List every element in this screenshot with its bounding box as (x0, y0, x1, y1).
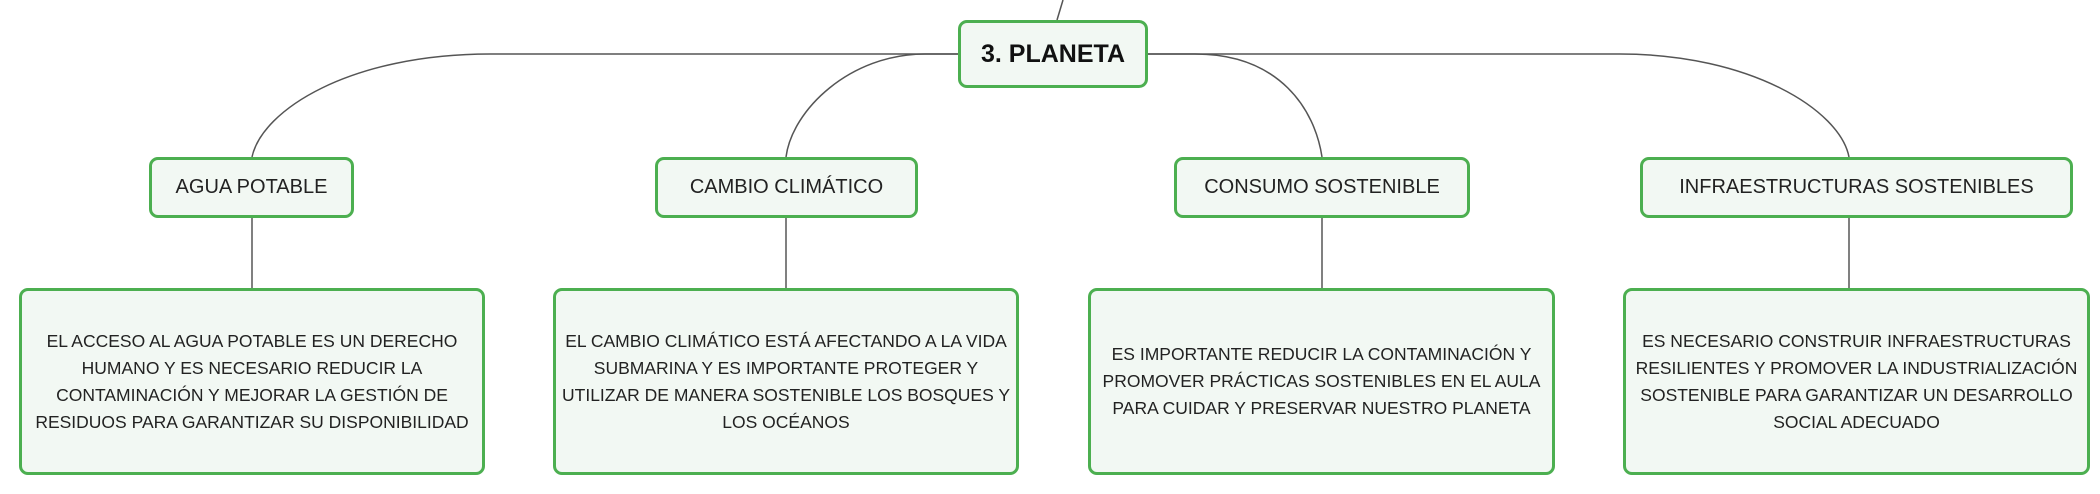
topic-label: INFRAESTRUCTURAS SOSTENIBLES (1679, 176, 2034, 198)
detail-text: ES IMPORTANTE REDUCIR LA CONTAMINACIÓN Y… (1102, 344, 1541, 418)
topic-infraestructuras-sostenibles[interactable]: INFRAESTRUCTURAS SOSTENIBLES (1640, 157, 2073, 218)
connector-consumo-sostenible (1148, 53, 1323, 158)
detail-cambio-climatico[interactable]: EL CAMBIO CLIMÁTICO ESTÁ AFECTANDO A LA … (553, 288, 1019, 475)
connector-cambio-climatico (785, 53, 958, 158)
detail-consumo-sostenible[interactable]: ES IMPORTANTE REDUCIR LA CONTAMINACIÓN Y… (1088, 288, 1555, 475)
topic-consumo-sostenible[interactable]: CONSUMO SOSTENIBLE (1174, 157, 1470, 218)
detail-text: EL CAMBIO CLIMÁTICO ESTÁ AFECTANDO A LA … (562, 330, 1010, 432)
connector-parent (1056, 0, 1064, 21)
detail-infraestructuras-sostenibles[interactable]: ES NECESARIO CONSTRUIR INFRAESTRUCTURAS … (1623, 288, 2090, 475)
topic-label: CAMBIO CLIMÁTICO (689, 176, 884, 198)
topic-label: AGUA POTABLE (175, 176, 328, 198)
root-node-planeta[interactable]: 3. PLANETA (958, 20, 1148, 88)
topic-cambio-climatico[interactable]: CAMBIO CLIMÁTICO (655, 157, 918, 218)
detail-text: ES NECESARIO CONSTRUIR INFRAESTRUCTURAS … (1635, 330, 2078, 432)
topic-label: CONSUMO SOSTENIBLE (1204, 176, 1440, 198)
detail-text: EL ACCESO AL AGUA POTABLE ES UN DERECHO … (35, 330, 469, 432)
detail-agua-potable[interactable]: EL ACCESO AL AGUA POTABLE ES UN DERECHO … (19, 288, 485, 475)
connector-agua-potable (251, 53, 958, 158)
connector-infraestructuras (1148, 53, 1850, 158)
root-label: 3. PLANETA (981, 39, 1125, 68)
topic-agua-potable[interactable]: AGUA POTABLE (149, 157, 354, 218)
